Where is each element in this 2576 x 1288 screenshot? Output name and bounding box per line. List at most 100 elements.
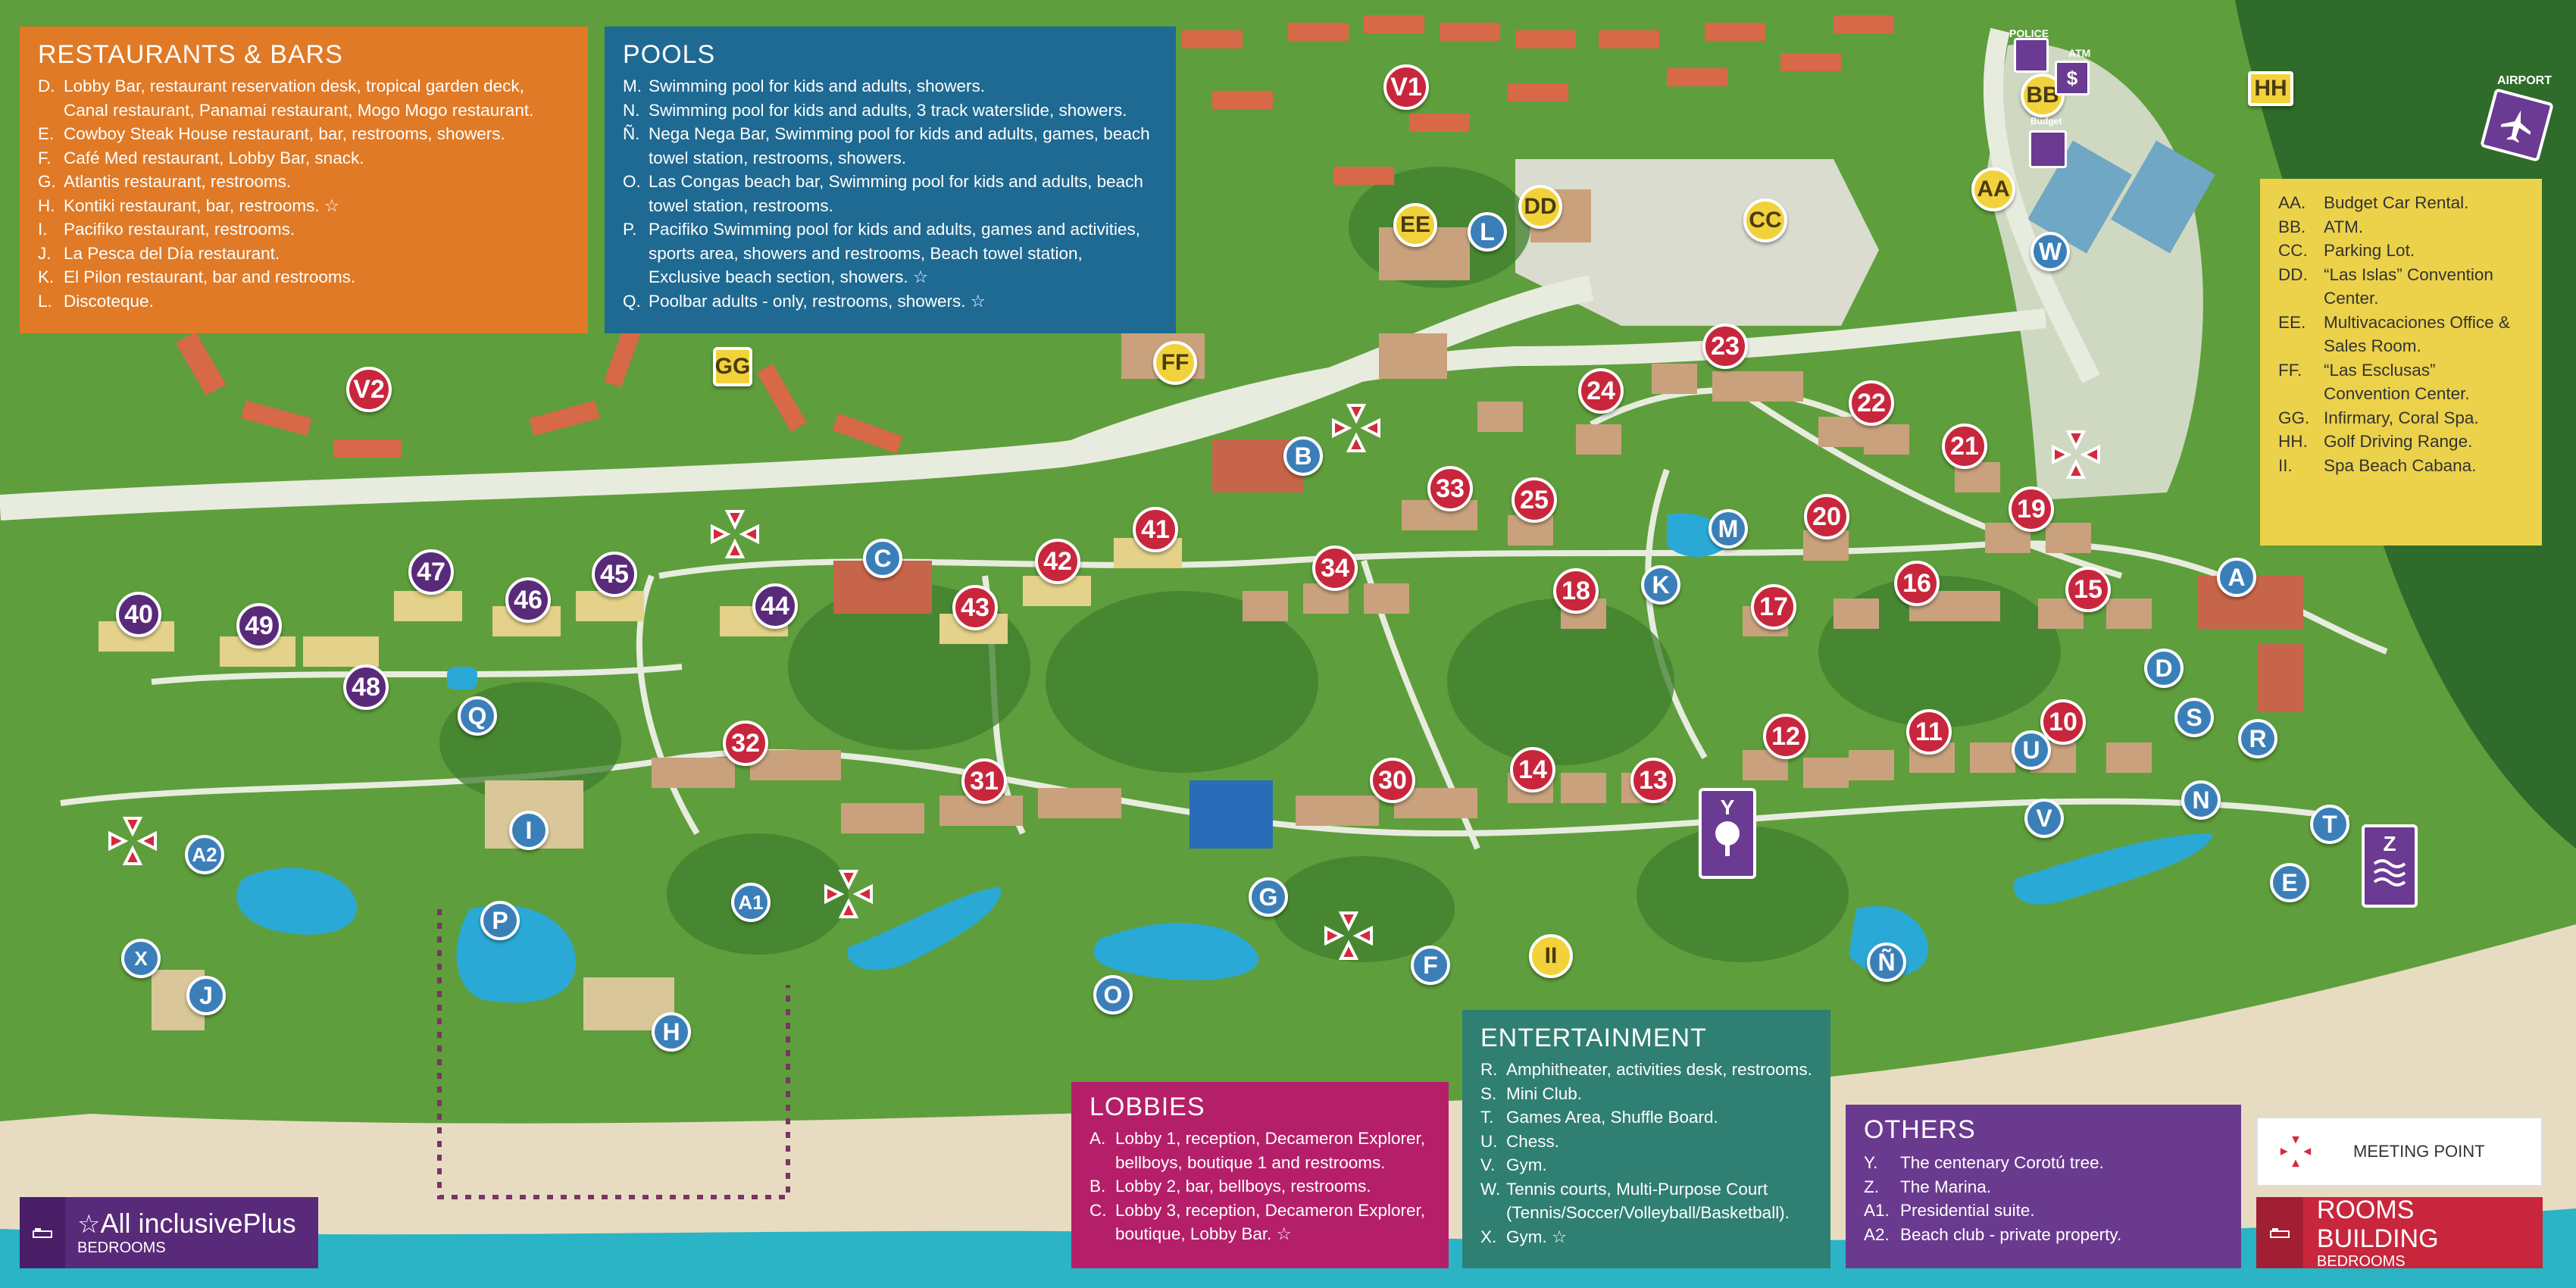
marker-a-lobby-1[interactable]: A	[2217, 558, 2256, 597]
marker-r-amphitheater[interactable]: R	[2238, 719, 2277, 758]
room-marker-17[interactable]: 17	[1751, 584, 1796, 630]
lobby-item-a: A.Lobby 1, reception, Decameron Explorer…	[1089, 1127, 1430, 1174]
tree-icon	[1715, 821, 1740, 856]
room-marker-42[interactable]: 42	[1035, 539, 1080, 584]
marker-s-mini-club[interactable]: S	[2174, 698, 2214, 737]
marker-ee-multivacaciones[interactable]: EE	[1393, 203, 1437, 247]
marker-d-lobby-bar[interactable]: D	[2144, 649, 2184, 688]
meeting-point-icon[interactable]	[811, 856, 886, 932]
room-marker-21[interactable]: 21	[1942, 424, 1987, 469]
marker-w-tennis-courts[interactable]: W	[2030, 232, 2070, 271]
room-marker-43[interactable]: 43	[952, 585, 998, 630]
item-key: M.	[623, 77, 642, 95]
meeting-point-icon[interactable]	[95, 803, 170, 879]
item-key: J.	[38, 243, 52, 263]
meeting-point-icon[interactable]	[2038, 417, 2114, 492]
room-marker-33[interactable]: 33	[1427, 466, 1473, 511]
room-marker-19[interactable]: 19	[2009, 486, 2054, 532]
room-marker-24[interactable]: 24	[1578, 368, 1624, 414]
atm-dollar-icon[interactable]: $	[2055, 61, 2090, 95]
car-rental-icon[interactable]	[2029, 130, 2067, 168]
others-panel-title: OTHERS	[1864, 1115, 1976, 1144]
room-marker-31[interactable]: 31	[961, 758, 1007, 804]
allinclusive-marker-47[interactable]: 47	[408, 549, 454, 595]
pools-list: M.Swimming pool for kids and adults, sho…	[623, 74, 1158, 313]
room-marker-22[interactable]: 22	[1849, 380, 1894, 426]
bed-icon-box	[2256, 1197, 2303, 1268]
police-label: POLICE	[2009, 27, 2049, 39]
marker-q-poolbar[interactable]: Q	[458, 696, 497, 736]
rooms-building-bedrooms: BEDROOMS	[2316, 1252, 2406, 1270]
item-key: EE.	[2278, 312, 2306, 332]
marker-y-corotu-tree[interactable]: Y	[1699, 788, 1756, 879]
marker-gg-infirmary[interactable]: GG	[713, 347, 752, 386]
item-text: The centenary Corotú tree.	[1900, 1153, 2104, 1172]
room-marker-20[interactable]: 20	[1804, 494, 1849, 539]
marker-z-label: Z	[2383, 832, 2396, 855]
marker-p-pacifiko-pool[interactable]: P	[480, 901, 520, 940]
room-marker-41[interactable]: 41	[1133, 507, 1178, 552]
allinclusive-marker-44[interactable]: 44	[752, 583, 798, 629]
marker-a2-beach-club[interactable]: A2	[185, 835, 224, 874]
marker-i-pacifiko-restaurant[interactable]: I	[509, 811, 549, 850]
marker-v-gym[interactable]: V	[2024, 799, 2064, 838]
marker-dd-las-islas[interactable]: DD	[1518, 185, 1562, 229]
marker-x-gym[interactable]: X	[121, 939, 161, 978]
marker-a1-presidential-suite[interactable]: A1	[731, 883, 771, 922]
allinclusive-marker-45[interactable]: 45	[592, 552, 637, 597]
room-marker-30[interactable]: 30	[1370, 758, 1415, 803]
marker-g-atlantis[interactable]: G	[1249, 877, 1288, 917]
marker-hh-golf-driving-range[interactable]: HH	[2248, 71, 2293, 106]
allinclusive-marker-48[interactable]: 48	[343, 664, 389, 710]
marker-o-las-congas[interactable]: O	[1093, 975, 1133, 1014]
room-marker-14[interactable]: 14	[1510, 747, 1555, 792]
room-marker-15[interactable]: 15	[2065, 567, 2111, 612]
bed-icon-box	[20, 1197, 65, 1268]
marker-t-games-area[interactable]: T	[2310, 805, 2349, 844]
meeting-point-icon[interactable]	[1311, 898, 1386, 974]
police-icon[interactable]	[2014, 38, 2049, 73]
services-list: AA.Budget Car Rental. BB.ATM. CC.Parking…	[2278, 191, 2524, 477]
meeting-point-icon[interactable]	[697, 496, 773, 572]
marker-u-chess[interactable]: U	[2012, 730, 2051, 770]
marker-aa-budget-car-rental[interactable]: AA	[1971, 167, 2015, 211]
budget-label: Budget	[2030, 116, 2062, 127]
room-marker-11[interactable]: 11	[1906, 709, 1952, 755]
service-item-ee: EE.Multivacaciones Office & Sales Room.	[2278, 311, 2524, 358]
room-marker-v1[interactable]: V1	[1383, 64, 1429, 110]
room-marker-23[interactable]: 23	[1702, 324, 1748, 369]
marker-b-lobby-2[interactable]: B	[1283, 436, 1323, 476]
marker-e-cowboy-steak-house[interactable]: E	[2270, 863, 2309, 902]
room-marker-v2[interactable]: V2	[346, 367, 392, 412]
marker-m-pool[interactable]: M	[1708, 509, 1748, 549]
marker-f-cafe-med[interactable]: F	[1411, 946, 1450, 985]
room-marker-12[interactable]: 12	[1763, 714, 1809, 759]
room-marker-10[interactable]: 10	[2040, 699, 2086, 745]
marker-l-discoteque[interactable]: L	[1468, 212, 1507, 252]
marker-ii-spa-beach-cabana[interactable]: II	[1529, 934, 1573, 978]
marker-n-pool[interactable]: N	[2181, 780, 2221, 820]
marker-h-kontiki[interactable]: H	[652, 1012, 691, 1052]
pool-item-enye: Ñ.Nega Nega Bar, Swimming pool for kids …	[623, 122, 1158, 170]
room-marker-18[interactable]: 18	[1553, 568, 1599, 614]
allinclusive-marker-40[interactable]: 40	[116, 592, 161, 637]
room-marker-32[interactable]: 32	[723, 721, 768, 766]
meeting-point-icon[interactable]	[1318, 390, 1394, 466]
room-marker-25[interactable]: 25	[1512, 477, 1557, 523]
room-marker-34[interactable]: 34	[1312, 546, 1358, 591]
marker-bb-atm[interactable]: BB	[2021, 73, 2065, 117]
room-marker-13[interactable]: 13	[1630, 758, 1676, 803]
marker-k-el-pilon[interactable]: K	[1641, 565, 1680, 605]
marker-j-la-pesca[interactable]: J	[186, 976, 226, 1015]
marker-z-marina[interactable]: Z	[2362, 824, 2418, 908]
marker-c-lobby-3[interactable]: C	[863, 539, 902, 578]
allinclusive-marker-46[interactable]: 46	[505, 577, 551, 623]
allinclusive-marker-49[interactable]: 49	[236, 603, 282, 649]
marker-ff-las-esclusas[interactable]: FF	[1153, 341, 1197, 385]
airport-icon[interactable]	[2480, 88, 2554, 162]
marker-enye-nega-nega-bar[interactable]: Ñ	[1867, 943, 1906, 982]
others-list: Y.The centenary Corotú tree. Z.The Marin…	[1864, 1151, 2223, 1246]
room-marker-16[interactable]: 16	[1894, 561, 1940, 606]
marker-cc-parking-lot[interactable]: CC	[1743, 199, 1787, 242]
